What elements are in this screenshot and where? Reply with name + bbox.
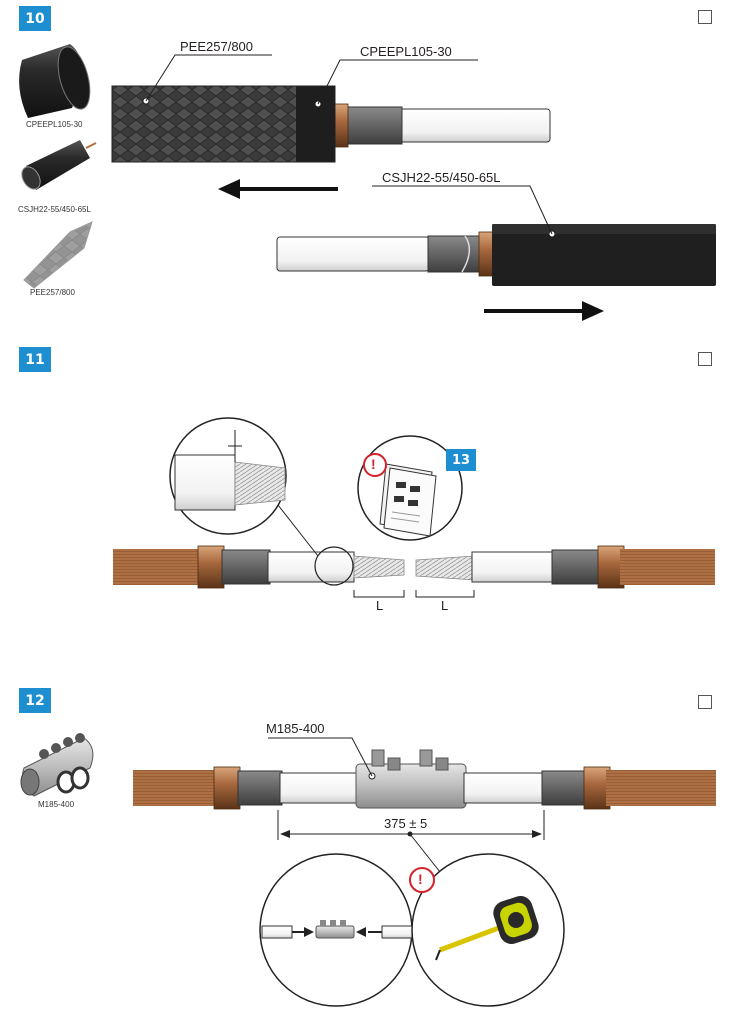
dimension-375-label: 375 ± 5 <box>384 816 428 831</box>
connector-callout-label: M185-400 <box>266 721 325 736</box>
part-label-braid: PEE257/800 <box>30 288 75 297</box>
part-label-joint-tube: CSJH22-55/450-65L <box>18 205 91 214</box>
step-11-checkbox[interactable] <box>698 352 712 366</box>
callout-joint-label: CSJH22-55/450-65L <box>382 170 501 185</box>
step-11-cable-left <box>113 545 405 589</box>
step-11-cable-right <box>415 545 715 589</box>
part-thumbnail-joint-tube <box>21 140 97 190</box>
step-10-badge: 10 <box>19 6 51 31</box>
step-12-badge: 12 <box>19 688 51 713</box>
step-12-cable-assembly <box>133 737 716 810</box>
step-11-dimension-marks <box>353 590 475 598</box>
part-thumbnail-sleeve <box>19 44 91 118</box>
step-11-zoom-detail <box>169 417 354 586</box>
step-11-badge: 11 <box>19 347 51 372</box>
dimension-l-right: L <box>441 598 449 613</box>
callout-sleeve-label: CPEEPL105-30 <box>360 44 452 59</box>
step-10-checkbox[interactable] <box>698 10 712 24</box>
warning-mark-step-11: ! <box>371 456 376 472</box>
part-label-sleeve: CPEEPL105-30 <box>26 120 83 129</box>
step-10-cable-top <box>111 54 551 163</box>
step-13-reference-badge: 13 <box>446 449 476 471</box>
step-12-checkbox[interactable] <box>698 695 712 709</box>
dimension-l-left: L <box>376 598 384 613</box>
step-12-dimension-line <box>277 810 545 873</box>
step-10-cable-bottom <box>276 185 716 286</box>
part-thumbnail-connector <box>20 733 94 797</box>
part-label-connector: M185-400 <box>38 800 75 809</box>
warning-mark-step-12: ! <box>418 871 423 887</box>
step-11-manual-reference <box>357 435 463 541</box>
callout-braid-label: PEE257/800 <box>180 39 254 54</box>
step-12-detail-circles <box>259 853 565 1007</box>
part-thumbnail-braid <box>23 221 93 289</box>
arrow-left <box>218 179 338 199</box>
arrow-right <box>484 301 604 321</box>
